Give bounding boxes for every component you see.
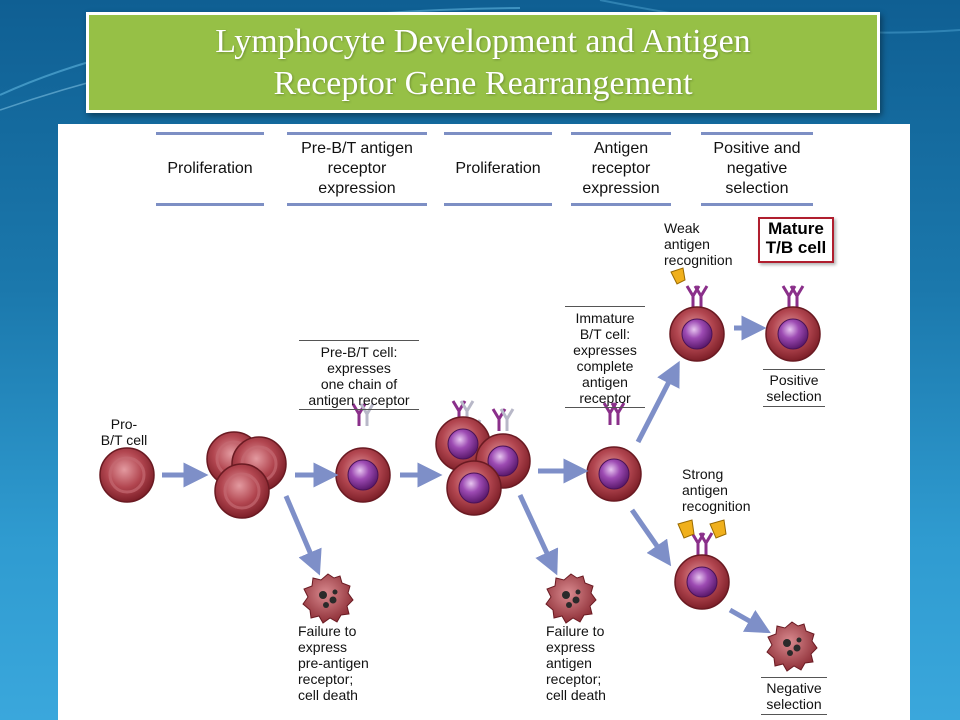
title-line-1: Lymphocyte Development and Antigen (215, 22, 751, 60)
slide-title: Lymphocyte Development and Antigen Recep… (86, 12, 880, 113)
lymphocyte-diagram (98, 267, 821, 672)
strong-antigen-icon (677, 519, 695, 539)
title-line-2: Receptor Gene Rearrangement (273, 64, 693, 102)
pre-bt-cell (335, 402, 391, 503)
flow-arrows (162, 315, 771, 634)
mature-cell (765, 284, 821, 362)
dead-cell-2 (545, 573, 597, 624)
negative-selection-bracket (761, 677, 827, 715)
weak-antigen-icon (670, 267, 686, 285)
stage-proliferation-2: Proliferation (444, 132, 552, 206)
dead-cell-1 (302, 573, 354, 624)
stage-proliferation-1: Proliferation (156, 132, 264, 206)
pre-bt-cell-bracket (299, 340, 419, 410)
proliferating-cells (205, 430, 288, 520)
weak-recognition-cell (669, 267, 725, 362)
pro-bt-cell (98, 446, 156, 504)
proliferating-pre-bt-cells (435, 399, 531, 516)
positive-selection-bracket (763, 369, 825, 407)
immature-bt-cell (586, 401, 642, 502)
strong-recognition-cell (674, 519, 730, 610)
immature-cell-bracket (565, 306, 645, 408)
dead-cell-3 (766, 621, 818, 672)
pro-bt-cell-label: Pro-B/T cell (100, 416, 148, 448)
